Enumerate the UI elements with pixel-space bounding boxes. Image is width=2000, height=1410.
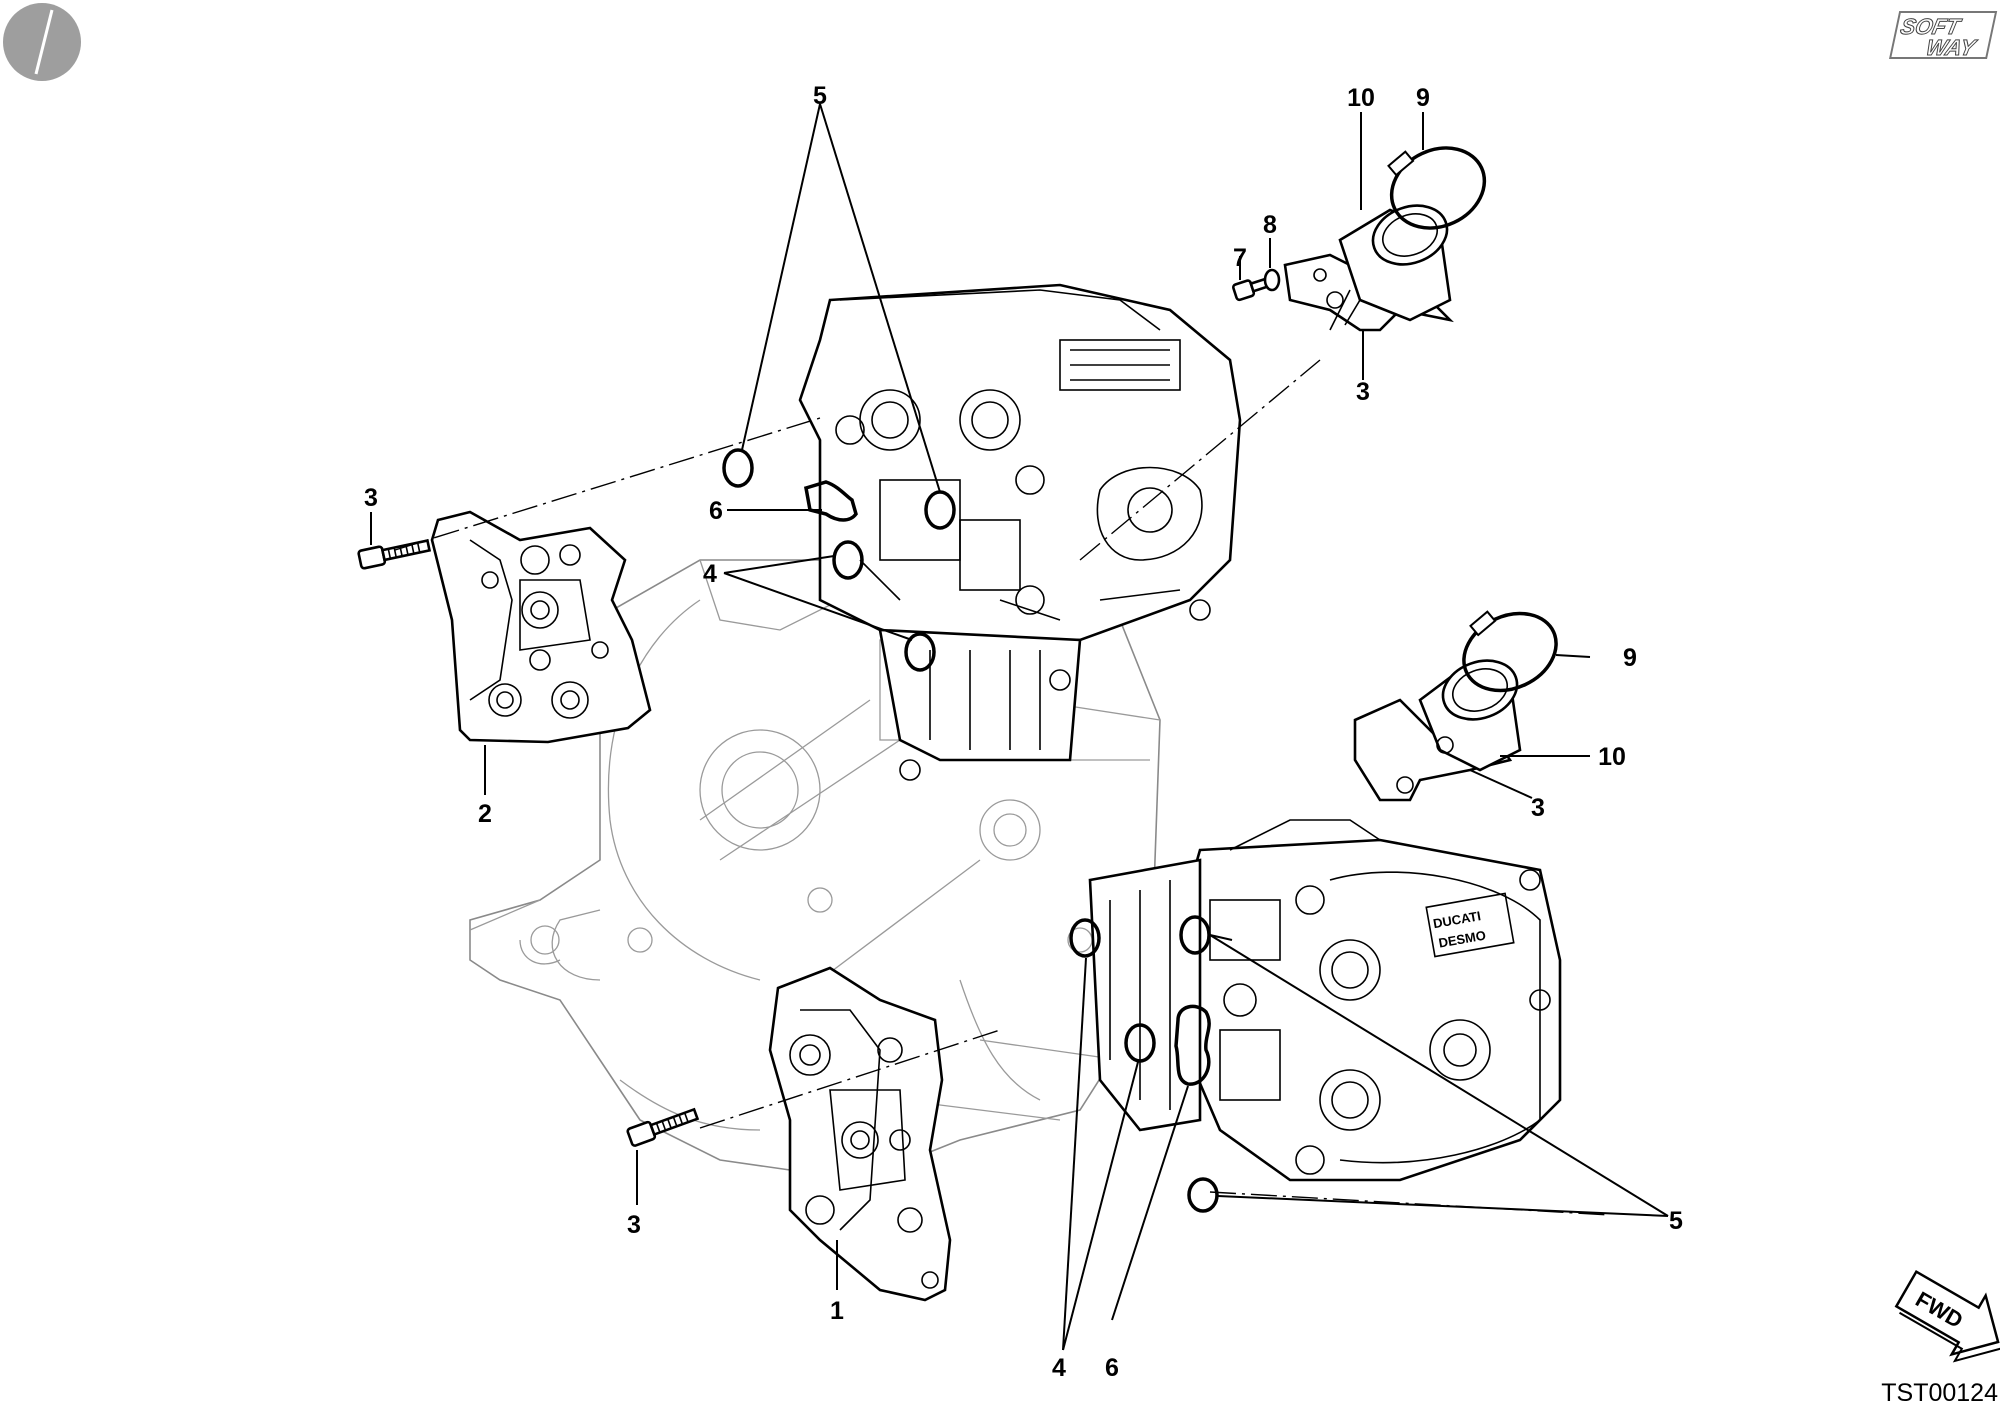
part-2-cover xyxy=(430,510,652,744)
part-1-cover xyxy=(768,966,952,1302)
callout-10-top: 10 xyxy=(1347,84,1375,112)
screw-3-lower xyxy=(626,1107,700,1147)
o-ring-4-lower-c xyxy=(1124,1023,1156,1063)
callout-6-lower: 6 xyxy=(1105,1354,1119,1382)
callout-7: 7 xyxy=(1233,244,1247,272)
intake-manifold-lower xyxy=(1353,659,1522,802)
drawing-code: TST00124 xyxy=(1881,1379,1998,1407)
softway-logo: SOFT WAY xyxy=(1889,11,1998,60)
callout-8: 8 xyxy=(1263,211,1277,239)
o-ring-5-upper xyxy=(722,448,754,488)
callout-4-upper: 4 xyxy=(703,560,717,588)
callout-5-right: 5 xyxy=(1669,1207,1683,1235)
callout-9-top: 9 xyxy=(1416,84,1430,112)
callout-3-right: 3 xyxy=(1531,794,1545,822)
callout-6-upper: 6 xyxy=(709,497,723,525)
intake-manifold-upper xyxy=(1283,204,1454,332)
o-ring-4-upper xyxy=(832,540,864,580)
callout-3-left: 3 xyxy=(364,484,378,512)
corner-badge xyxy=(3,3,81,81)
svg-text:SOFT: SOFT xyxy=(1898,14,1964,39)
callout-10-right: 10 xyxy=(1598,743,1626,771)
gasket-6-lower xyxy=(1174,1004,1211,1086)
horizontal-cylinder-head: DUCATI DESMO xyxy=(1088,819,1562,1182)
o-ring-4-lower-a xyxy=(1069,918,1101,958)
callout-5-top: 5 xyxy=(813,82,827,110)
callout-1: 1 xyxy=(830,1297,844,1325)
washer-8 xyxy=(1263,268,1281,292)
gasket-6-upper xyxy=(803,480,858,522)
callout-2: 2 xyxy=(478,800,492,828)
hose-clamp-lower xyxy=(1462,610,1558,693)
o-ring-4-lower-b xyxy=(1179,915,1211,955)
o-ring-4-mid xyxy=(904,632,936,672)
forward-arrow-icon: FWD xyxy=(1894,1269,2000,1363)
screw-3-left xyxy=(357,539,432,570)
callout-3-lower: 3 xyxy=(627,1211,641,1239)
callout-4-lower: 4 xyxy=(1052,1354,1066,1382)
leader-lines xyxy=(370,103,1669,1351)
hose-clamp-upper xyxy=(1387,146,1487,230)
callout-9-right: 9 xyxy=(1623,644,1637,672)
callout-3-top-right: 3 xyxy=(1356,378,1370,406)
svg-text:WAY: WAY xyxy=(1924,35,1980,60)
callout-labels: 5 10 9 8 7 3 3 6 4 2 9 10 3 5 3 1 4 6 xyxy=(364,82,1683,1382)
o-ring-5-lower xyxy=(1187,1177,1219,1213)
